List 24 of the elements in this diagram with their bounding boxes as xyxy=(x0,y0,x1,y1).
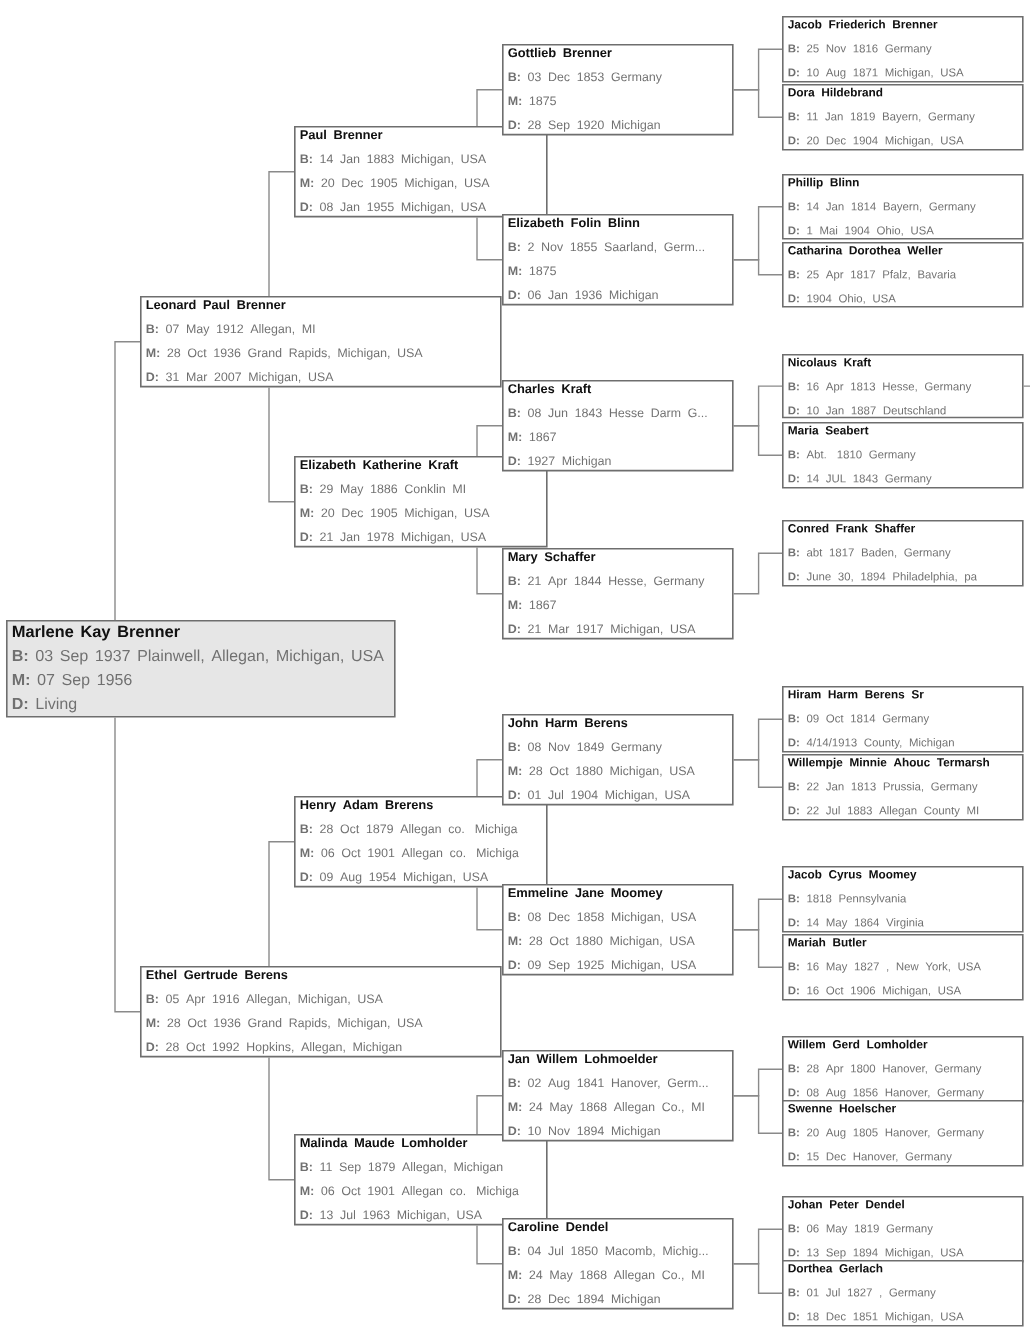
connector-line xyxy=(476,1224,503,1265)
connector-line xyxy=(476,546,503,595)
connector-line xyxy=(732,1095,783,1134)
connector-line xyxy=(268,841,295,967)
connector-line xyxy=(476,425,503,457)
person-box: Marlene Kay Brenner B: 03 Sep 1937 Plainwell, Allegan, Michigan, USA M: 07 Sep 1956 D: Living xyxy=(6,620,396,718)
connector-line xyxy=(268,171,295,297)
connector-line xyxy=(732,552,783,595)
connector-line xyxy=(476,89,503,127)
connector-line xyxy=(476,759,503,797)
connector-line xyxy=(732,1263,783,1294)
connector-line xyxy=(476,216,503,261)
connector-line xyxy=(732,89,783,118)
connector-line xyxy=(732,259,783,276)
connector-line xyxy=(268,386,295,503)
connector-line xyxy=(732,759,783,788)
connector-line xyxy=(268,1056,295,1181)
connector-line xyxy=(114,341,141,621)
connector-line xyxy=(114,716,141,1013)
connector-line xyxy=(476,886,503,931)
connector-line xyxy=(732,425,783,456)
connector-line xyxy=(732,929,783,968)
connector-line xyxy=(476,1095,503,1135)
connector-line xyxy=(1022,385,1030,387)
